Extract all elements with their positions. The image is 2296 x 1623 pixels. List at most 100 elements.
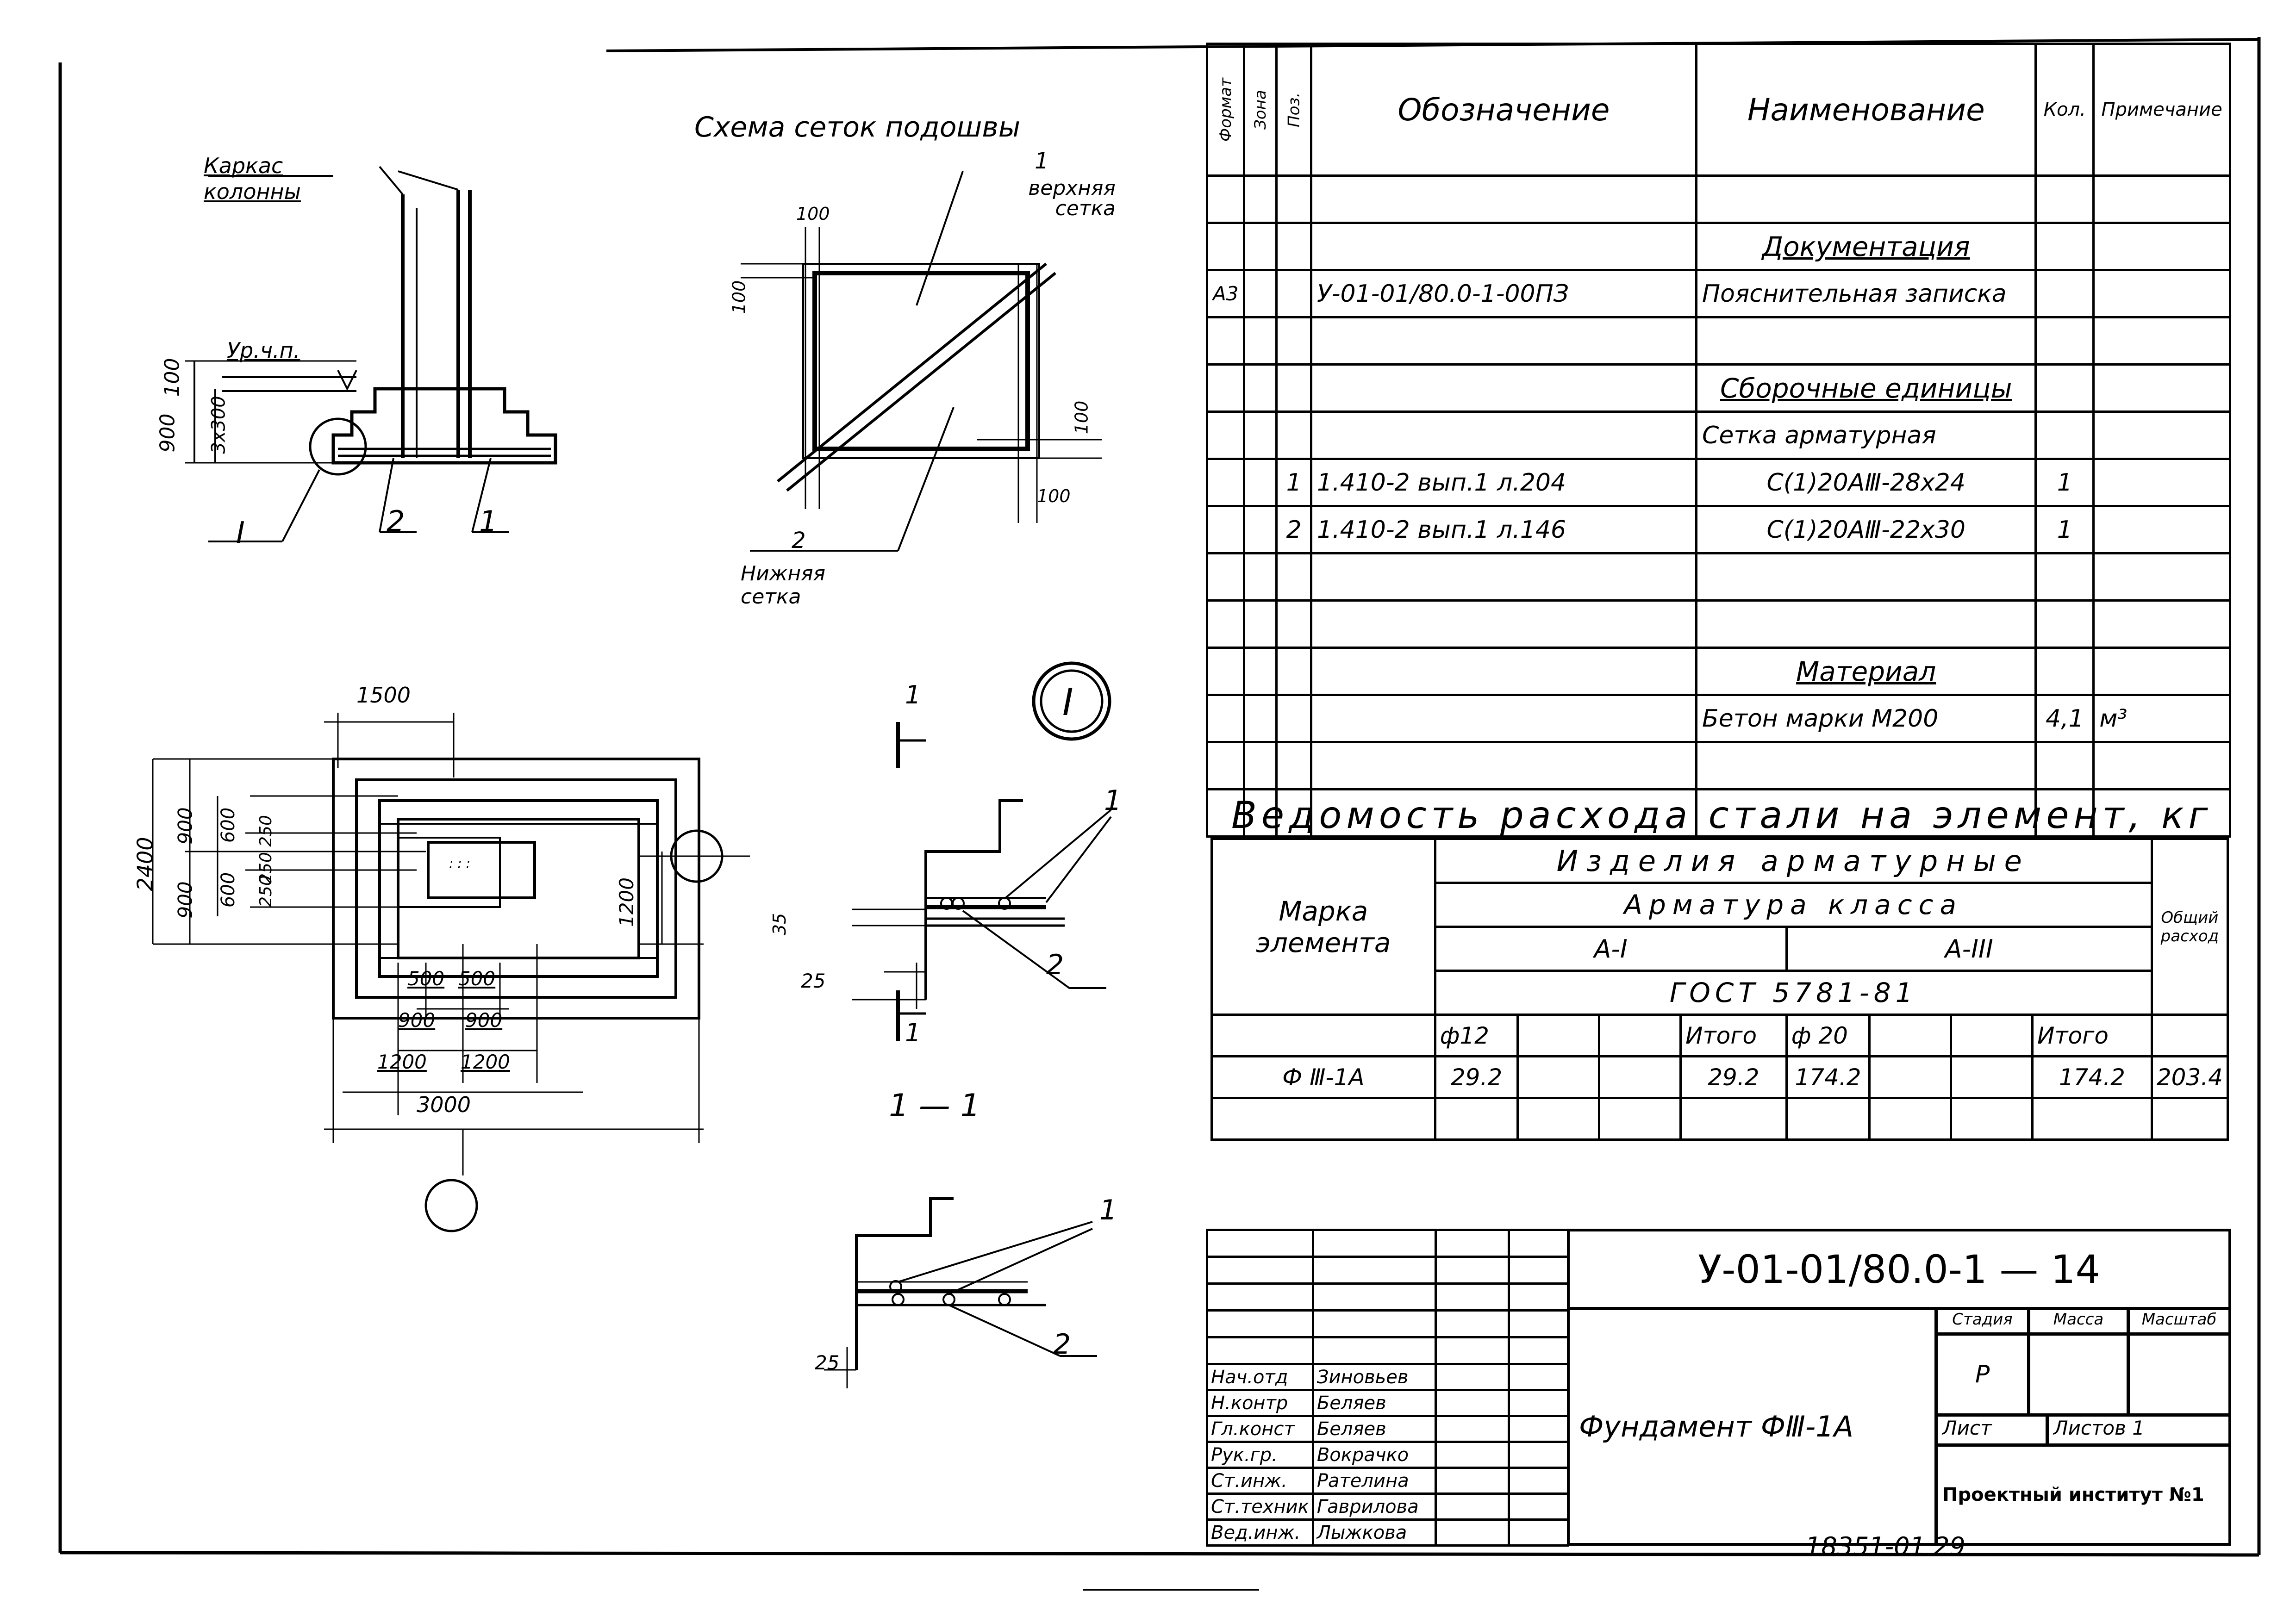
- plan-dim-250-c: 250: [256, 875, 275, 907]
- spec-row: [1205, 316, 2231, 366]
- upper-mesh-number: 1: [1035, 148, 1049, 174]
- title-block-person-row: Вед.инж.Лыжкова: [1206, 1518, 1569, 1547]
- signature-cell: [1435, 1389, 1510, 1417]
- plan-dim-250-a: 250: [256, 815, 275, 847]
- spec-cell: [1695, 174, 2037, 224]
- svg-text:I: I: [1062, 681, 1073, 724]
- spec-cell: [2092, 647, 2231, 696]
- mark-header: Марка элемента: [1210, 838, 1436, 1016]
- mass-header: Масса: [2028, 1307, 2129, 1335]
- person-cell: Беляев: [1311, 1389, 1437, 1417]
- signature-cell: [1435, 1415, 1510, 1443]
- spec-cell: [2092, 552, 2231, 602]
- title-block-cell: [1206, 1282, 1314, 1312]
- steel-subheader-cell: [1598, 1014, 1682, 1057]
- spec-row: Сетка арматурная: [1205, 410, 2231, 460]
- spec-cell: Пояснительная записка: [1695, 269, 2037, 318]
- spec-cell: [1310, 316, 1698, 366]
- spec-cell: [1243, 363, 1278, 413]
- bottom-detail-pos-1: 1: [1099, 1194, 1117, 1226]
- spec-cell: [1243, 222, 1278, 271]
- signature-cell: [1508, 1363, 1569, 1391]
- signature-cell: [1508, 1441, 1569, 1469]
- steel-row-value: [1950, 1055, 2034, 1099]
- title-block-cell: [1435, 1229, 1510, 1258]
- person-cell: Беляев: [1311, 1415, 1437, 1443]
- scale-header: Масштаб: [2127, 1307, 2231, 1335]
- spec-cell: Сборочные единицы: [1695, 363, 2037, 413]
- person-cell: Рателина: [1311, 1467, 1437, 1495]
- title-block-person-row: Рук.гр.Вокрачко: [1206, 1441, 1569, 1469]
- upper-mesh-label: верхняя сетка: [1028, 176, 1116, 220]
- signature-cell: [1435, 1492, 1510, 1521]
- gost-header: ГОСТ 5781-81: [1434, 970, 2153, 1016]
- steel-row-mark: Ф Ⅲ-1А: [1210, 1055, 1436, 1099]
- plan-dim-900-d: 900: [465, 1009, 503, 1032]
- role-cell: Ст.инж.: [1206, 1467, 1314, 1495]
- role-cell: Гл.конст: [1206, 1415, 1314, 1443]
- signature-cell: [1508, 1492, 1569, 1521]
- spec-cell: [2034, 788, 2095, 838]
- plan-dim-1200-b: 1200: [461, 1051, 510, 1073]
- spec-cell: [2092, 741, 2231, 790]
- title-block-cell: [1206, 1229, 1314, 1258]
- spec-cell: [1695, 599, 2037, 649]
- col-qty: Кол.: [2034, 43, 2095, 177]
- spec-cell: [1310, 174, 1698, 224]
- spec-cell: [1205, 505, 1246, 554]
- spec-cell: [1310, 410, 1698, 460]
- spec-cell: [2092, 505, 2231, 554]
- detail-dim-25: 25: [801, 970, 826, 992]
- spec-cell: [1310, 741, 1698, 790]
- spec-cell: [2034, 599, 2095, 649]
- total-consumption-header: Общий расход: [2150, 838, 2229, 1016]
- spec-cell: 1.410-2 вып.1 л.146: [1310, 505, 1698, 554]
- spec-cell: [1695, 552, 2037, 602]
- role-cell: Рук.гр.: [1206, 1441, 1314, 1469]
- plan-dim-600-b: 600: [218, 872, 239, 908]
- spec-cell: [2034, 410, 2095, 460]
- rebar-class-header: Арматура класса: [1434, 882, 2153, 928]
- plan-dim-600-a: 600: [218, 807, 239, 843]
- section-mark-1-bottom: 1: [905, 1018, 921, 1047]
- spec-cell: [2092, 458, 2231, 507]
- steel-subheader-cell: ф 20: [1785, 1014, 1871, 1057]
- title-block-cell: [1311, 1282, 1437, 1312]
- spec-cell: [1205, 316, 1246, 366]
- spec-cell: 1: [2034, 505, 2095, 554]
- signature-cell: [1508, 1467, 1569, 1495]
- spec-cell: [1275, 694, 1312, 743]
- title-block-cell: [1311, 1256, 1437, 1285]
- title-block-cell: [1435, 1309, 1510, 1338]
- spec-cell: [1243, 741, 1278, 790]
- spec-cell: [1275, 269, 1312, 318]
- spec-cell: Документация: [1695, 222, 2037, 271]
- signature-cell: [1435, 1518, 1510, 1547]
- spec-cell: [1695, 741, 2037, 790]
- steel-row-value: [1868, 1055, 1953, 1099]
- spec-cell: [2034, 316, 2095, 366]
- specification-table: Формат Зона Поз. Обозначение Наименовани…: [1205, 43, 2231, 838]
- person-cell: Вокрачко: [1311, 1441, 1437, 1469]
- col-pos: Поз.: [1276, 44, 1311, 176]
- steel-subheader-cell: Итого: [2031, 1014, 2153, 1057]
- axis-marker-bottom: [424, 1179, 478, 1232]
- spec-cell: А3: [1205, 269, 1246, 318]
- spec-cell: [2092, 316, 2231, 366]
- role-cell: Вед.инж.: [1206, 1518, 1314, 1547]
- title-block-blank-row: [1206, 1229, 1569, 1258]
- steel-empty-cell: [1868, 1097, 1953, 1141]
- spec-cell: 1: [2034, 458, 2095, 507]
- person-cell: Зиновьев: [1311, 1363, 1437, 1391]
- svg-text:: : :: : : :: [449, 856, 470, 871]
- signature-cell: [1508, 1389, 1569, 1417]
- spec-row: Материал: [1205, 647, 2231, 696]
- spec-row: Сборочные единицы: [1205, 363, 2231, 413]
- spec-cell: [1243, 458, 1278, 507]
- spec-cell: [2092, 599, 2231, 649]
- spec-cell: [1205, 410, 1246, 460]
